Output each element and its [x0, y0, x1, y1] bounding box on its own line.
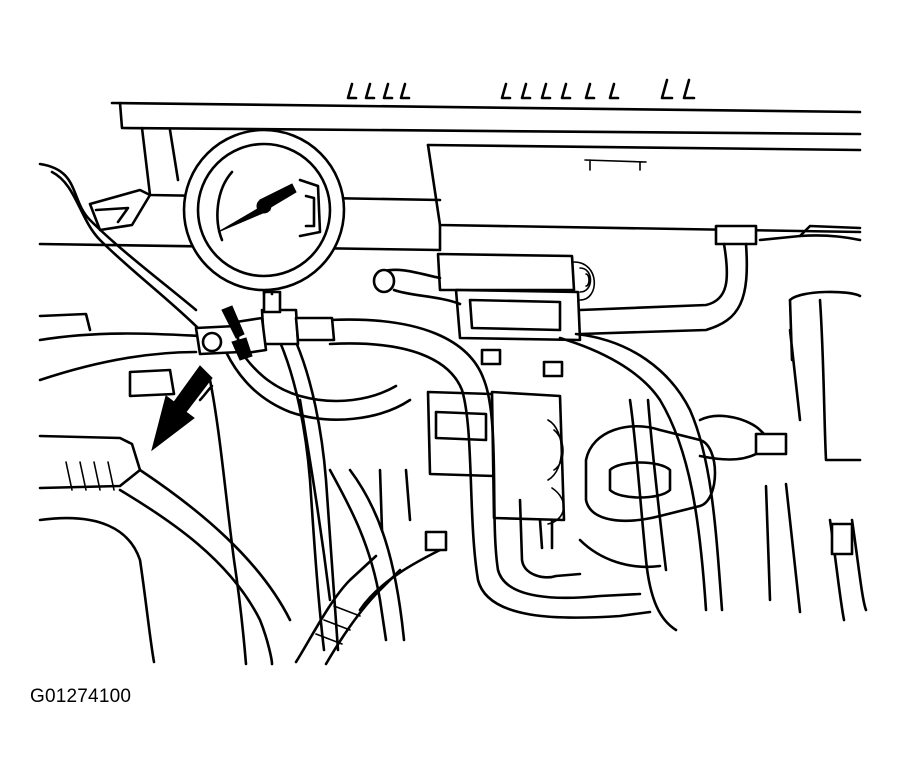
misc-lines: [378, 224, 862, 569]
lower-connector: [426, 390, 582, 579]
lower-pipe: [294, 398, 448, 666]
top-hatch-marks: [346, 78, 696, 100]
electrical-connector: [372, 252, 596, 378]
fuel-pressure-gauge: [182, 128, 346, 296]
tee-fitting: [260, 290, 336, 346]
figure-caption: G01274100: [30, 686, 132, 707]
gauge-hose: [224, 340, 412, 652]
left-hoses: [38, 162, 292, 666]
pointer-arrow: [151, 365, 214, 452]
intake-plenum: [38, 101, 862, 252]
fuel-hose: [328, 318, 724, 632]
right-components: [584, 414, 868, 622]
test-port-valve: [194, 305, 268, 361]
fuel-rail: [578, 224, 862, 462]
